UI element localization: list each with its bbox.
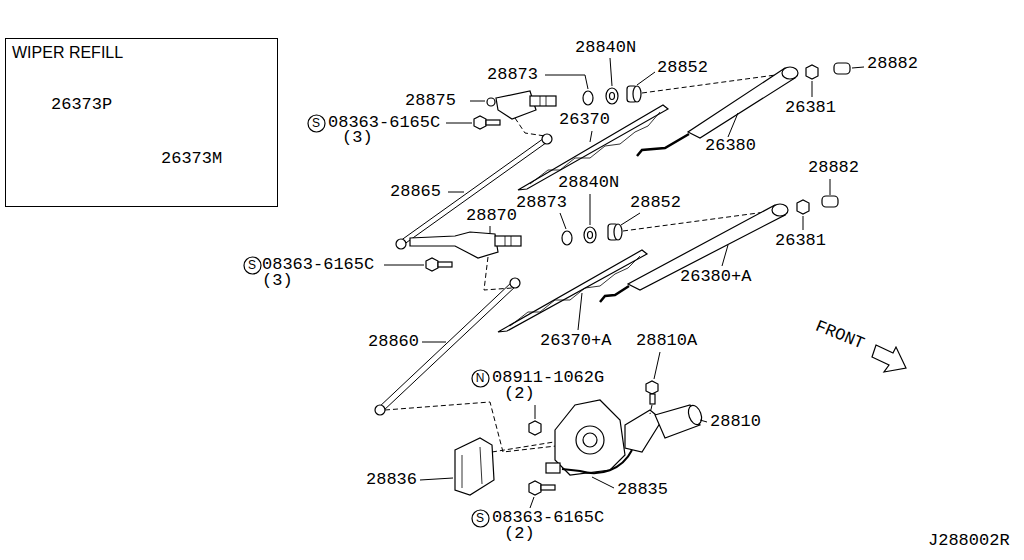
callout-number: 28810A [636, 331, 697, 351]
drawing-id: J288002R [928, 531, 1010, 551]
symbol-letter: S [476, 511, 484, 525]
motor-assembly [420, 352, 707, 508]
symbol-letter: S [248, 258, 256, 272]
callout-number: 28840N [558, 173, 619, 193]
refill-panel: WIPER REFILL 26373P 26373M [5, 38, 278, 207]
front-arrow [872, 345, 906, 372]
direction-label: FRONT [812, 317, 867, 355]
callout-number: 28882 [808, 158, 859, 178]
callout-number: 28865 [390, 182, 441, 202]
quantity-note: (2) [504, 384, 535, 404]
part-number: 26373P [51, 95, 112, 115]
callout-number: 28810 [710, 412, 761, 432]
callout-number: 26380 [705, 136, 756, 156]
callout-number: 26370 [559, 110, 610, 130]
callout-number: 26381 [775, 231, 826, 251]
callout-number: 26381 [785, 98, 836, 118]
callout-number: 26370+A [540, 331, 611, 351]
callout-number: 28852 [630, 193, 681, 213]
standard-part-symbol: S [471, 509, 490, 528]
callout-number: 28860 [368, 332, 419, 352]
wiper-blade [498, 250, 647, 332]
standard-part-symbol: N [471, 369, 490, 388]
callout-number: 28852 [657, 58, 708, 78]
callout-number: 26380+A [680, 267, 751, 287]
callout-number: 28840N [575, 38, 636, 58]
callout-number: 28835 [617, 480, 668, 500]
wiper-arm [600, 179, 838, 302]
quantity-note: (3) [342, 128, 373, 148]
callout-number: 28875 [405, 91, 456, 111]
panel-heading: WIPER REFILL [12, 43, 123, 63]
pivot-assembly [384, 226, 521, 290]
symbol-letter: N [476, 371, 485, 385]
part-number: 26373M [161, 149, 222, 169]
callout-number: 28836 [366, 470, 417, 490]
symbol-letter: S [312, 116, 320, 130]
callout-number: 28873 [487, 65, 538, 85]
quantity-note: (3) [262, 271, 293, 291]
callout-number: 28873 [516, 193, 567, 213]
link-rod [375, 278, 556, 452]
pivot-assembly [446, 91, 556, 136]
callout-number: 28882 [867, 54, 918, 74]
standard-part-symbol: S [307, 114, 326, 133]
standard-part-symbol: S [243, 256, 262, 275]
callout-number: 28870 [466, 206, 517, 226]
quantity-note: (2) [504, 524, 535, 544]
